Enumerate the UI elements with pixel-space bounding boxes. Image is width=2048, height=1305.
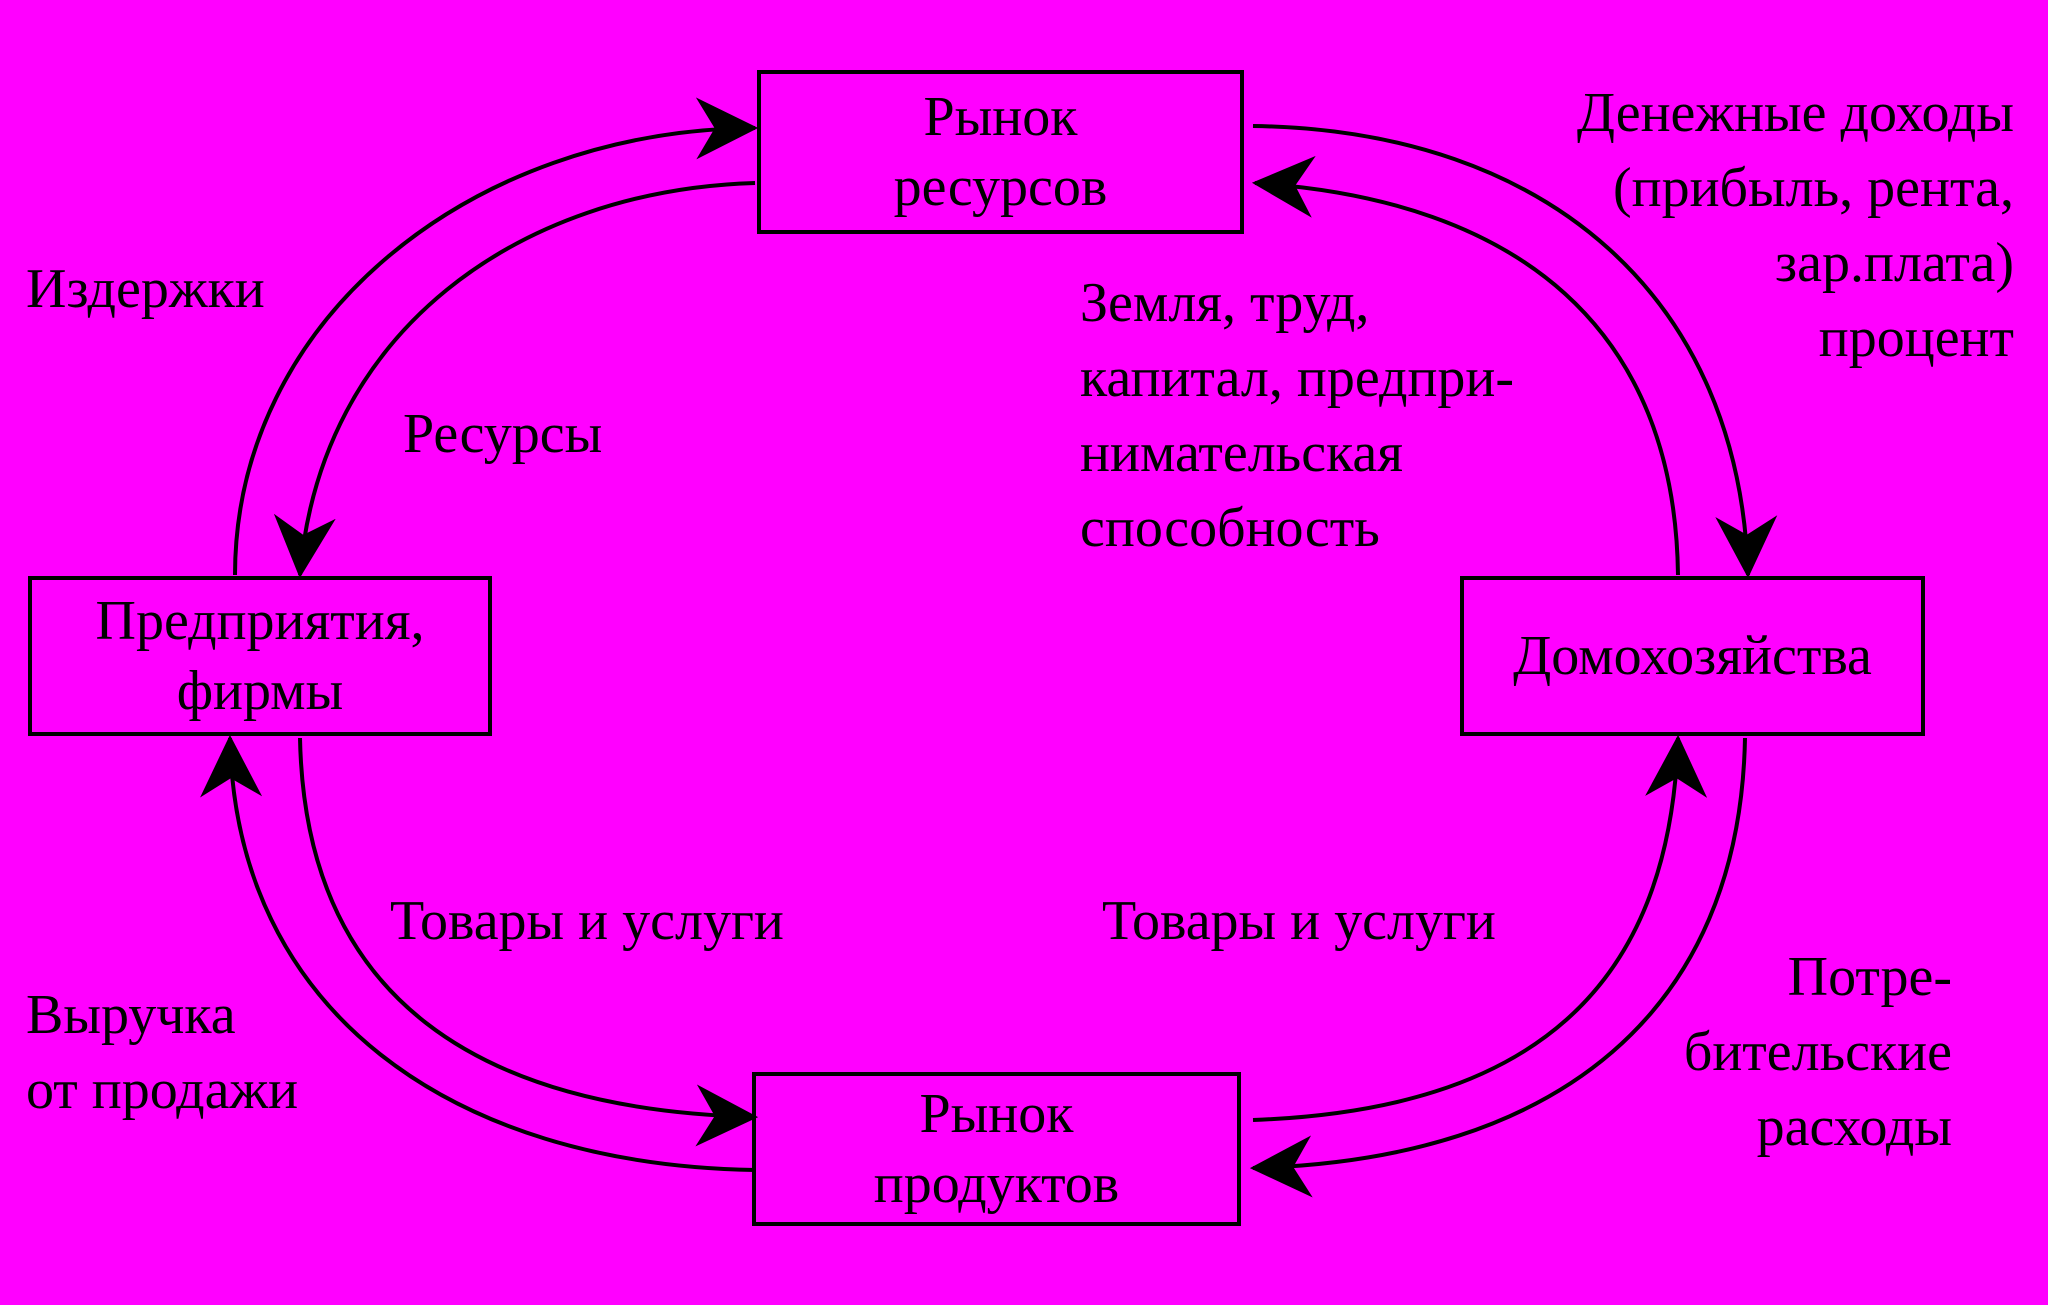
resource-market-line-2: ресурсов bbox=[893, 156, 1108, 218]
label-consumer-spending-line-3: расходы bbox=[1756, 1096, 1952, 1158]
label-goods-left-line-1: Товары и услуги bbox=[390, 890, 784, 952]
label-money-income: Денежные доходы (прибыль, рента, зар.пла… bbox=[1577, 76, 2014, 376]
arrow-money-income bbox=[1252, 124, 1778, 579]
label-costs: Издержки bbox=[26, 252, 265, 327]
label-factors-line-3: нимательская bbox=[1080, 422, 1404, 484]
arrow-consumer-spending bbox=[1249, 737, 1747, 1198]
arrow-costs bbox=[233, 97, 759, 576]
label-resources-line-1: Ресурсы bbox=[403, 403, 603, 465]
label-consumer-spending: Потре- бительские расходы bbox=[1684, 940, 1952, 1165]
label-money-income-line-1: Денежные доходы bbox=[1576, 82, 2014, 144]
product-market-line-2: продуктов bbox=[873, 1153, 1120, 1215]
label-money-income-line-2: (прибыль, рента, bbox=[1612, 157, 2014, 219]
label-factors-line-2: капитал, предпри- bbox=[1080, 347, 1515, 409]
resource-market-line-1: Рынок bbox=[923, 86, 1078, 148]
label-money-income-line-3: зар.плата) bbox=[1775, 232, 2014, 294]
arrow-goods-right bbox=[1252, 734, 1708, 1122]
label-consumer-spending-line-1: Потре- bbox=[1787, 946, 1952, 1008]
label-consumer-spending-line-2: бительские bbox=[1683, 1021, 1952, 1083]
label-money-income-line-4: процент bbox=[1818, 307, 2014, 369]
label-goods-right: Товары и услуги bbox=[1102, 884, 1496, 959]
product-market-box: Рынок продуктов bbox=[752, 1072, 1241, 1226]
arrow-revenue bbox=[200, 734, 756, 1172]
label-revenue-line-2: от продажи bbox=[26, 1059, 299, 1121]
label-factors: Земля, труд, капитал, предпри- нимательс… bbox=[1080, 266, 1514, 566]
product-market-line-1: Рынок bbox=[919, 1083, 1074, 1145]
label-revenue: Выручка от продажи bbox=[26, 978, 298, 1128]
label-revenue-line-1: Выручка bbox=[26, 984, 236, 1046]
label-resources: Ресурсы bbox=[403, 397, 602, 472]
arrow-goods-left bbox=[298, 737, 759, 1147]
households-line-1: Домохозяйства bbox=[1513, 625, 1872, 687]
households-box: Домохозяйства bbox=[1460, 576, 1925, 736]
firms-box: Предприятия, фирмы bbox=[28, 576, 492, 736]
label-goods-left: Товары и услуги bbox=[390, 884, 784, 959]
arrow-factors bbox=[1251, 155, 1680, 576]
label-goods-right-line-1: Товары и услуги bbox=[1102, 890, 1496, 952]
label-factors-line-4: способность bbox=[1080, 497, 1380, 559]
firms-line-1: Предприятия, bbox=[95, 590, 425, 652]
label-factors-line-1: Земля, труд, bbox=[1080, 272, 1370, 334]
resource-market-box: Рынок ресурсов bbox=[757, 70, 1244, 234]
arrow-resources bbox=[273, 181, 756, 579]
label-costs-line-1: Издержки bbox=[26, 258, 265, 320]
firms-line-2: фирмы bbox=[176, 660, 344, 722]
